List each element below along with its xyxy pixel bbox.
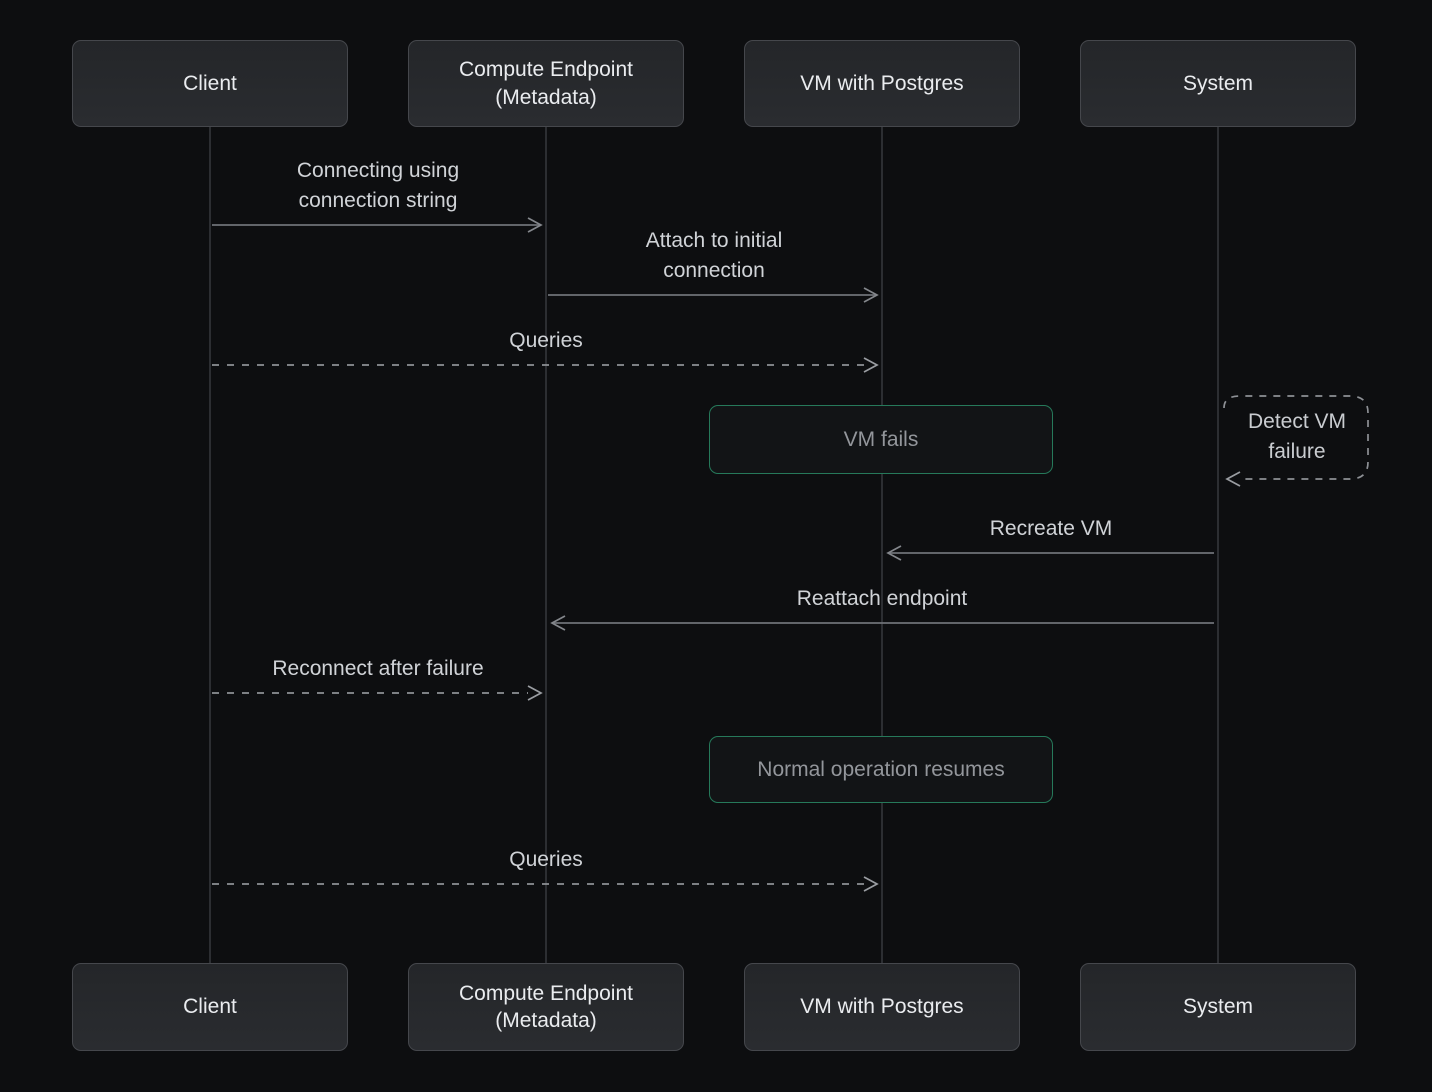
- arrowhead-right-icon: [527, 685, 543, 701]
- participant-vm-with-postgres-top: VM with Postgres: [744, 40, 1020, 127]
- participant-label: Compute Endpoint (Metadata): [459, 981, 633, 1032]
- message-label-attach-to-initial-connection: Attach to initial connection: [645, 228, 783, 282]
- message-label-queries-2: Queries: [509, 847, 583, 871]
- participant-system-bottom: System: [1080, 963, 1356, 1051]
- participant-client-bottom: Client: [72, 963, 348, 1051]
- participant-label: Client: [183, 995, 237, 1019]
- arrowhead-right-icon: [863, 357, 879, 373]
- note-label: VM fails: [843, 427, 919, 451]
- arrowhead-left-icon: [550, 615, 566, 631]
- participant-client-top: Client: [72, 40, 348, 127]
- participant-compute-endpoint-bottom: Compute Endpoint (Metadata): [408, 963, 684, 1051]
- participant-system-top: System: [1080, 40, 1356, 127]
- participant-vm-with-postgres-bottom: VM with Postgres: [744, 963, 1020, 1051]
- participant-compute-endpoint-top: Compute Endpoint (Metadata): [408, 40, 684, 127]
- message-label-recreate-vm: Recreate VM: [989, 516, 1113, 540]
- participant-label: VM with Postgres: [800, 71, 964, 95]
- note-normal-operation-resumes: Normal operation resumes: [709, 736, 1053, 803]
- arrowhead-right-icon: [863, 287, 879, 303]
- loop-detect-vm-failure: [1223, 395, 1369, 480]
- self-message-label-detect-vm-failure: Detect VM failure: [1247, 409, 1347, 463]
- arrowhead-right-icon: [863, 876, 879, 892]
- arrowhead-right-icon: [527, 217, 543, 233]
- participant-label: System: [1182, 995, 1253, 1019]
- note-vm-fails: VM fails: [709, 405, 1053, 474]
- arrowhead-left-icon: [886, 545, 902, 561]
- message-label-reconnect-after-failure: Reconnect after failure: [272, 656, 484, 680]
- participant-label: System: [1182, 71, 1253, 95]
- message-label-queries-1: Queries: [509, 328, 583, 352]
- participant-label: VM with Postgres: [800, 995, 964, 1019]
- arrowhead-left-icon: [1225, 471, 1241, 487]
- note-label: Normal operation resumes: [757, 757, 1005, 781]
- participant-label: Client: [183, 71, 237, 95]
- message-label-reattach-endpoint: Reattach endpoint: [796, 586, 968, 610]
- participant-label: Compute Endpoint (Metadata): [459, 58, 633, 109]
- message-label-connecting-using-connection-string: Connecting using connection string: [296, 158, 460, 212]
